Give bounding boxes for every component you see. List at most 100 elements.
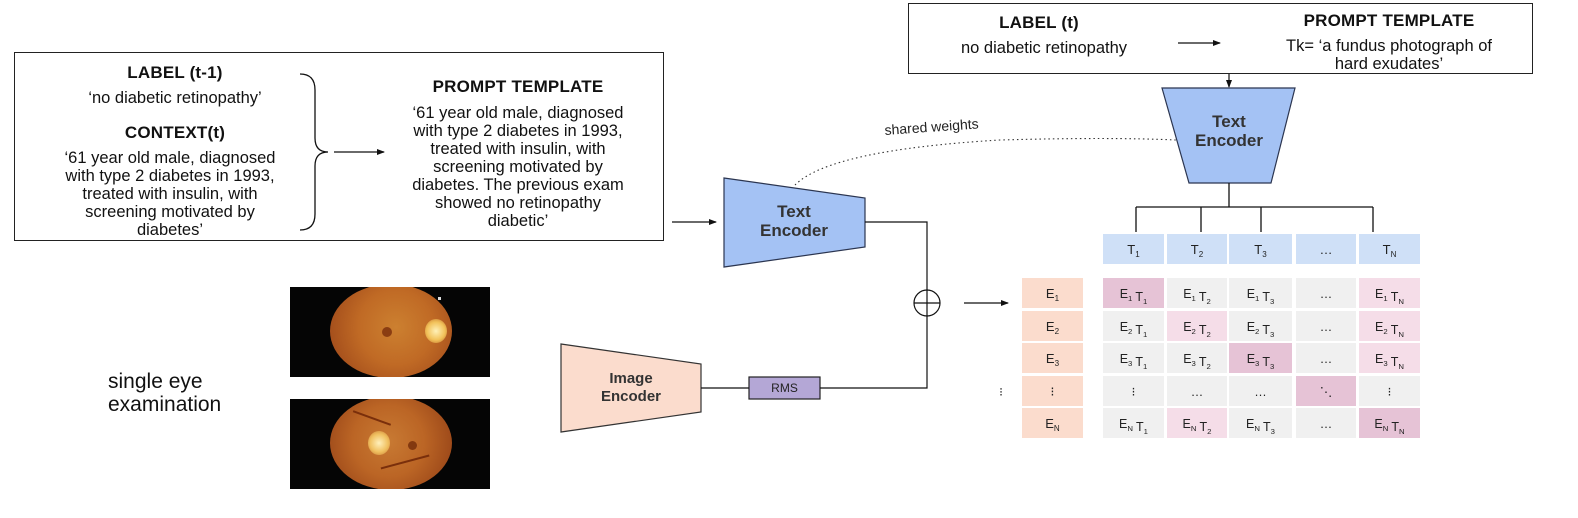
text-header-label: TN [1383, 242, 1397, 259]
image-header-label: E1 [1046, 286, 1060, 303]
text-encoder-top [1161, 87, 1296, 184]
text-header-cell [1103, 234, 1164, 264]
matrix-cell [1296, 343, 1356, 373]
prompt-template-title-top: PROMPT TEMPLATE [1303, 11, 1475, 30]
matrix-cell [1229, 278, 1292, 308]
label-t-value: no diabetic retinopathy [960, 39, 1128, 57]
fundus-image-2 [290, 399, 490, 489]
matrix-cell [1103, 408, 1164, 438]
text-header-cell [1167, 234, 1227, 264]
matrix-cell [1229, 311, 1292, 341]
matrix-cell [1359, 343, 1420, 373]
image-header-label: EN [1045, 416, 1060, 433]
label-t-box: LABEL (t) no diabetic retinopathy PROMPT… [908, 3, 1533, 74]
matrix-cell-label: … [1320, 352, 1333, 366]
text-encoder-middle [723, 177, 866, 268]
text-header-cell [1296, 234, 1356, 264]
fundus-image-1 [290, 287, 490, 377]
matrix-cell [1296, 376, 1356, 406]
single-eye-examination-label: single eye examination [108, 370, 222, 416]
text-encoder-middle-label: Text Encoder [759, 202, 829, 240]
matrix-cell [1167, 278, 1227, 308]
matrix-cell [1167, 343, 1227, 373]
matrix-cell [1359, 408, 1420, 438]
text-encoder-top-label: Text Encoder [1194, 112, 1264, 150]
image-encoder-label: Image Encoder [600, 370, 661, 405]
matrix-cell [1103, 311, 1164, 341]
context-value: ‘61 year old male, diagnosed with type 2… [64, 149, 276, 239]
image-header-cell [1022, 408, 1083, 438]
matrix-cell [1296, 408, 1356, 438]
text-header-label: T3 [1254, 242, 1267, 259]
matrix-cell [1296, 311, 1356, 341]
context-box: LABEL (t-1) ‘no diabetic retinopathy’ CO… [14, 52, 664, 241]
prompt-template-value-left: ‘61 year old male, diagnosed with type 2… [412, 104, 624, 230]
matrix-cell-label: … [1320, 417, 1333, 431]
image-header-label: E3 [1046, 351, 1060, 368]
image-encoder [560, 343, 702, 433]
image-header-cell [1022, 278, 1083, 308]
matrix-cell [1359, 278, 1420, 308]
prompt-template-value-top: Tk= ‘a fundus photograph of hard exudate… [1286, 37, 1492, 73]
rms-to-combine-line [820, 316, 928, 389]
context-title: CONTEXT(t) [124, 123, 226, 142]
matrix-cell-label: … [1191, 385, 1204, 399]
image-header-label: ⁝ [1050, 384, 1054, 399]
text-header-label: T2 [1191, 242, 1204, 259]
shared-weights-curve [794, 137, 1177, 186]
matrix-cell [1167, 311, 1227, 341]
matrix-cell [1103, 343, 1164, 373]
matrix-cell [1229, 376, 1292, 406]
text-header-cell [1359, 234, 1420, 264]
matrix-cell [1359, 376, 1420, 406]
curly-brace [299, 73, 329, 231]
text-header-cell [1229, 234, 1292, 264]
prompt-template-title-left: PROMPT TEMPLATE [432, 77, 604, 96]
text-encoder-to-combine-line [865, 221, 928, 290]
matrix-cell [1103, 376, 1164, 406]
combine-plus-icon [913, 289, 941, 317]
row-ellipsis: ⁝ [999, 385, 1003, 399]
matrix-cell [1167, 408, 1227, 438]
matrix-cell-label: ⋱ [1320, 385, 1333, 399]
matrix-cell [1167, 376, 1227, 406]
matrix-cell-label: … [1320, 320, 1333, 334]
text-header-label: … [1320, 242, 1333, 257]
matrix-cell [1229, 408, 1292, 438]
rms-label: RMS [771, 381, 798, 395]
matrix-cell [1229, 343, 1292, 373]
image-header-cell [1022, 376, 1083, 406]
image-header-cell [1022, 311, 1083, 341]
matrix-cell-label: … [1254, 385, 1267, 399]
matrix-cell-label: … [1320, 287, 1333, 301]
label-t-minus-1-value: ‘no diabetic retinopathy’ [88, 89, 262, 107]
text-header-label: T1 [1127, 242, 1140, 259]
matrix-cell [1359, 311, 1420, 341]
label-t-minus-1-title: LABEL (t-1) [127, 63, 223, 82]
encoder-to-text-tree [1135, 183, 1374, 232]
matrix-cell-label: ⁝ [1132, 385, 1136, 399]
matrix-cell-label: ⁝ [1388, 385, 1392, 399]
matrix-cell [1103, 278, 1164, 308]
image-header-label: E2 [1046, 319, 1060, 336]
matrix-cell [1296, 278, 1356, 308]
label-t-title: LABEL (t) [999, 13, 1079, 32]
